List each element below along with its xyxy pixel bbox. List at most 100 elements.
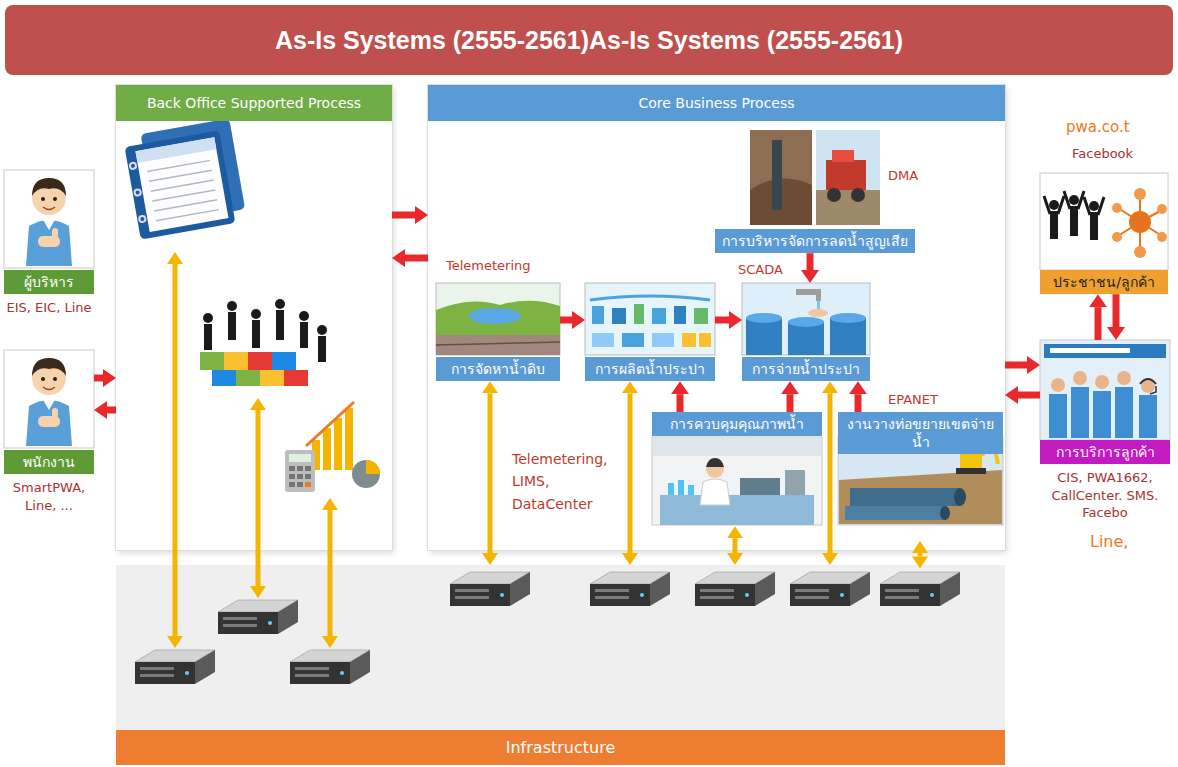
public-illustration — [1112, 203, 1122, 213]
raw-water-illustration — [436, 342, 560, 345]
pipe-work-illustration — [845, 506, 945, 520]
water-loss-illustration — [832, 150, 854, 162]
node-label: การบริการลูกค้า — [1040, 440, 1170, 464]
public-illustration — [1129, 211, 1151, 233]
person-illustration — [42, 218, 56, 230]
finance-illustration — [366, 460, 380, 474]
lab-illustration — [706, 460, 724, 478]
process-box: การจ่ายน้ำประปา — [742, 283, 870, 381]
public-illustration — [1070, 206, 1078, 236]
finance-illustration — [306, 402, 354, 446]
public-illustration — [1049, 200, 1059, 210]
person-illustration — [52, 408, 58, 418]
flow-arrow — [855, 394, 862, 412]
production-illustration — [590, 296, 710, 300]
data-link-arrow — [256, 410, 261, 586]
panel-heading: Back Office Supported Process — [116, 85, 392, 121]
data-link-arrow — [173, 264, 178, 636]
node-label: ผู้บริหาร — [4, 270, 94, 294]
server-illustration — [880, 572, 960, 606]
flow-arrow — [405, 255, 428, 262]
finance-illustration — [289, 474, 295, 479]
person-illustration — [26, 220, 72, 266]
production-illustration — [585, 283, 715, 355]
finance-illustration — [334, 418, 342, 470]
system-note: SmartPWA, Line, ... — [4, 474, 94, 514]
person-illustration — [38, 416, 60, 427]
pipe-work-illustration — [960, 452, 982, 468]
production-illustration — [585, 283, 715, 355]
person-illustration — [43, 387, 55, 390]
finance-illustration — [352, 460, 380, 488]
team-puzzle-illustration — [299, 311, 309, 321]
production-illustration — [699, 333, 711, 347]
finance-illustration — [323, 428, 331, 470]
binder-illustration — [125, 130, 236, 239]
flow-arrow — [107, 407, 116, 414]
pipe-work-illustration — [838, 437, 1003, 525]
public-illustration — [1040, 173, 1168, 270]
team-puzzle-illustration — [200, 299, 327, 386]
title: As-Is Systems (2555-2561)As-Is Systems (… — [5, 5, 1173, 75]
finance-illustration — [289, 482, 295, 487]
team-puzzle-illustration — [276, 310, 284, 340]
service-team-illustration — [1150, 386, 1156, 394]
public-illustration — [1044, 196, 1064, 214]
binder-illustration — [147, 160, 219, 220]
binder-illustration — [135, 137, 228, 232]
web-channel: pwa.co.t — [1066, 118, 1130, 136]
production-illustration — [622, 333, 644, 347]
pipe-work-illustration — [838, 437, 1003, 525]
raw-water-illustration — [436, 301, 560, 335]
public-illustration — [1134, 188, 1146, 200]
person-illustration — [38, 236, 60, 247]
server-illustration — [135, 572, 960, 684]
process-box: การผลิตน้ำประปา — [585, 283, 715, 381]
pipe-work-illustration — [850, 488, 960, 506]
person-illustration — [32, 358, 66, 376]
raw-water-illustration — [436, 335, 560, 355]
team-puzzle-illustration — [300, 322, 308, 348]
data-link-arrow — [628, 393, 633, 553]
process-box: การจัดหาน้ำดิบ — [436, 283, 560, 381]
service-team-illustration — [1140, 379, 1156, 384]
person-box: พนักงานSmartPWA, Line, ... — [4, 350, 94, 514]
distribution-illustration — [816, 289, 821, 301]
pipe-work-illustration — [839, 470, 1002, 524]
service-team-illustration — [1051, 378, 1065, 392]
distribution-illustration — [796, 289, 820, 295]
lab-illustration — [652, 437, 822, 525]
public-illustration — [1084, 197, 1104, 215]
team-puzzle-illustration — [275, 299, 285, 309]
person-illustration — [32, 178, 66, 196]
service-team-illustration — [1040, 340, 1170, 440]
data-link-arrow — [488, 393, 493, 553]
flow-arrow — [807, 253, 814, 270]
panel-heading: Core Business Process — [428, 85, 1005, 121]
service-team-illustration — [1093, 391, 1111, 438]
flow-arrow — [1113, 294, 1120, 327]
production-illustration — [652, 333, 674, 347]
distribution-illustration — [746, 313, 782, 323]
production-illustration — [612, 308, 626, 324]
person-illustration — [41, 377, 45, 381]
server-illustration — [135, 650, 215, 684]
person-illustration — [41, 197, 45, 201]
team-puzzle-illustration — [317, 325, 327, 335]
team-puzzle-illustration — [227, 301, 237, 311]
team-puzzle-illustration — [260, 370, 284, 386]
person-illustration — [4, 350, 94, 448]
lab-illustration — [700, 479, 730, 505]
binder-illustration — [139, 216, 146, 223]
lab-illustration — [706, 458, 724, 467]
team-puzzle-illustration — [251, 309, 261, 319]
public-illustration — [1157, 204, 1167, 214]
data-link-arrow — [828, 393, 833, 553]
flow-arrow — [1018, 392, 1040, 399]
process-panel: Back Office Supported Process — [116, 85, 392, 550]
binder-illustration — [141, 118, 246, 224]
lab-illustration — [652, 437, 822, 525]
team-puzzle-illustration — [248, 352, 272, 370]
public-illustration — [1089, 201, 1099, 211]
lab-illustration — [678, 480, 684, 495]
